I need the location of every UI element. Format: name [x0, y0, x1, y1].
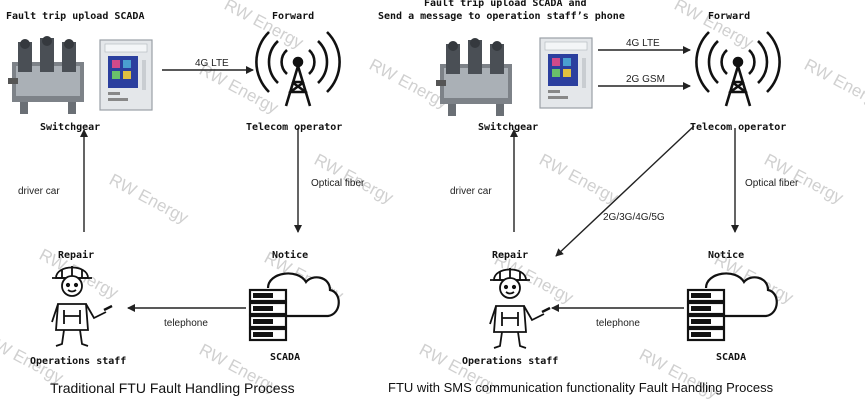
right-switchgear [436, 38, 512, 116]
right-worker [488, 266, 552, 350]
left-worker [50, 264, 114, 348]
left-switchgear-label: Switchgear [40, 122, 101, 133]
left-scada-label: SCADA [270, 352, 301, 363]
right-arrow-telecom-to-repair [555, 125, 695, 257]
left-link-label: 4G LTE [195, 58, 229, 69]
left-staff-label: Operations staff [30, 356, 127, 367]
left-telecom-label: Telecom operator [246, 122, 343, 133]
left-ftu-cabinet [99, 39, 153, 111]
right-diag-label: 2G/3G/4G/5G [603, 212, 665, 223]
right-2g-label: 2G GSM [626, 74, 665, 85]
right-telecom-label: Telecom operator [690, 122, 787, 133]
left-forward-label: Forward [272, 11, 315, 22]
right-ftu-cabinet [539, 37, 593, 109]
right-repair-label: Repair [492, 250, 529, 261]
right-notice-label: Notice [708, 250, 745, 261]
left-telephone-label: telephone [164, 318, 208, 329]
left-switchgear [8, 36, 84, 114]
right-switchgear-label: Switchgear [478, 122, 539, 133]
right-header-line1: Fault trip upload SCADA and [424, 0, 587, 9]
right-scada-label: SCADA [716, 352, 747, 363]
right-caption: FTU with SMS communication functionality… [388, 380, 774, 395]
right-header-line2: Send a message to operation staff’s phon… [378, 11, 625, 22]
right-staff-label: Operations staff [462, 356, 559, 367]
right-telephone-label: telephone [596, 318, 640, 329]
left-telecom-tower [255, 30, 341, 108]
left-notice-label: Notice [272, 250, 309, 261]
left-fiber-label: Optical fiber [311, 178, 365, 189]
left-repair-label: Repair [58, 250, 95, 261]
right-scada-server [686, 272, 778, 342]
left-drivercar-label: driver car [18, 186, 60, 197]
left-header: Fault trip upload SCADA [6, 11, 145, 22]
right-fiber-label: Optical fiber [745, 178, 799, 189]
right-telecom-tower [695, 30, 781, 108]
left-scada-server [248, 272, 340, 342]
right-forward-label: Forward [708, 11, 751, 22]
left-caption: Traditional FTU Fault Handling Process [50, 380, 295, 396]
right-drivercar-label: driver car [450, 186, 492, 197]
right-4g-label: 4G LTE [626, 38, 660, 49]
